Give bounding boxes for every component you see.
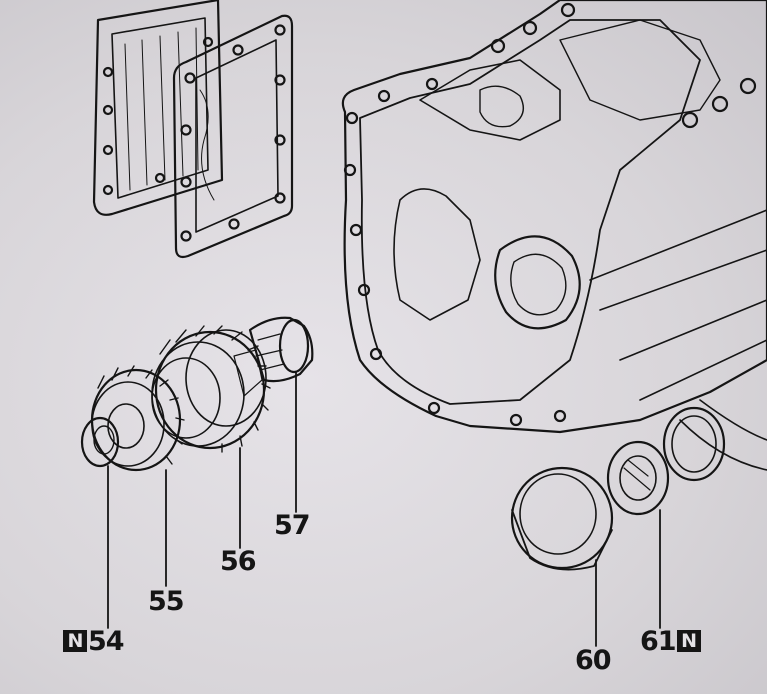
transmission-case [341,0,767,471]
part-label-60: 60 [575,645,612,676]
part-56-gear [151,325,271,453]
cover-plate-back [92,0,224,216]
part-number: 60 [575,645,612,676]
leader-lines [107,371,661,647]
part-label-55: 55 [148,586,185,617]
part-number: 57 [274,510,311,541]
part-54-washer [80,416,120,468]
part-number: 54 [88,626,125,657]
part-label-56: 56 [220,546,257,577]
part-57-bearing [248,316,314,383]
part-number: 55 [148,586,185,617]
part-61-seal [606,440,670,516]
gasket [172,14,294,259]
part-60-seal [510,466,614,571]
part-label-57: 57 [274,510,311,541]
bearing-cup [662,406,726,482]
part-number: 56 [220,546,257,577]
new-part-badge: N [676,629,701,652]
new-part-badge: N [63,629,87,652]
part-number: 61 [640,626,677,657]
